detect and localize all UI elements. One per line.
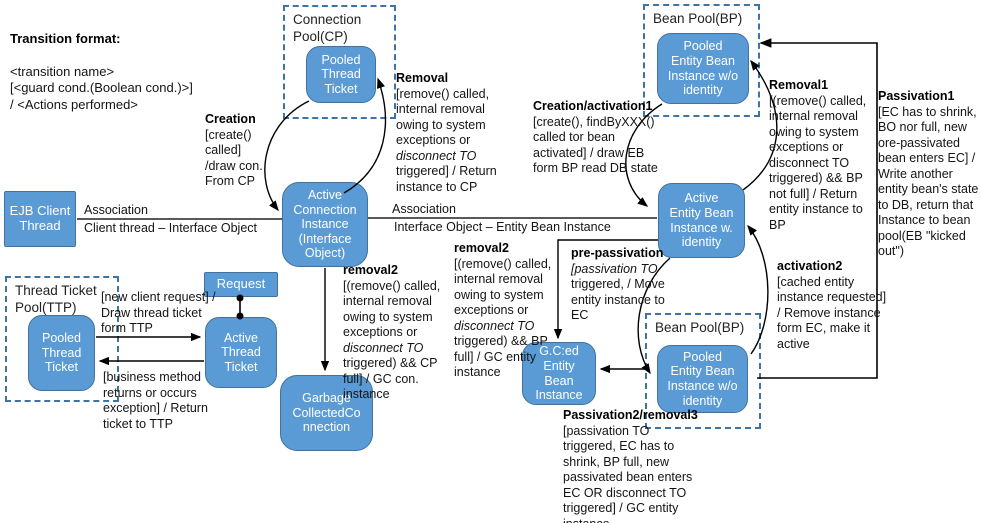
association1-sub: Client thread – Interface Object xyxy=(84,221,258,235)
state-active-entity-bean: Active Entity Bean Instance w. identity xyxy=(658,183,745,258)
association2-sub: Interface Object – Entity Bean Instance xyxy=(394,220,611,234)
bean-pool-top-title: Bean Pool(BP) xyxy=(653,11,743,26)
creation-activation1-title: Creation/activation1 xyxy=(533,99,653,113)
state-pooled-thread-ticket-ttp: Pooled Thread Ticket xyxy=(28,315,95,391)
association2-label: Association xyxy=(392,202,456,216)
removal-title: Removal xyxy=(396,71,449,85)
transition-format-legend: Transition format: <transition name>[<gu… xyxy=(10,14,193,130)
ttp-pool-title: Thread Ticket Pool(TTP) xyxy=(15,283,97,315)
state-pooled-entity-bean-top: Pooled Entity Bean Instance w/o identity xyxy=(657,33,749,104)
removal-label: Removal[remove() called,internal removal… xyxy=(396,71,497,194)
state-request: Request xyxy=(204,272,278,297)
removal2-bp-title: removal2 xyxy=(454,241,509,255)
legend-title: Transition format: xyxy=(10,30,121,46)
state-active-thread-ticket: Active Thread Ticket xyxy=(205,317,277,388)
connection-pool-title: Connection Pool(CP) xyxy=(293,12,362,44)
creation-label: Creation[create()called]/draw con.From C… xyxy=(205,112,263,188)
activation2-title: activation2 xyxy=(777,259,843,273)
removal1-title: Removal1 xyxy=(769,78,829,92)
removal1-label: Removal1[(remove() called,internal remov… xyxy=(769,78,867,232)
legend-lines: <transition name>[<guard cond.(Boolean c… xyxy=(10,63,193,112)
thread-ticket-pool-ttp: Thread Ticket Pool(TTP) xyxy=(5,276,119,402)
connection-pool-cp: Connection Pool(CP) xyxy=(283,5,396,119)
passivation1-title: Passivation1 xyxy=(878,89,955,103)
association1-label: Association xyxy=(84,203,148,217)
removal2-cp-label: removal2[(remove() called,internal remov… xyxy=(343,263,441,401)
creation-activation1-label: Creation/activation1[create(), findByXXX… xyxy=(533,99,658,175)
state-gced-entity-bean: G.C:ed Entity Bean Instance xyxy=(522,342,596,405)
bean-pool-bottom-title: Bean Pool(BP) xyxy=(655,320,745,335)
state-ejb-client-thread: EJB Client Thread xyxy=(4,191,76,247)
state-active-connection-instance: Active Connection Instance (Interface Ob… xyxy=(282,182,368,267)
creation-title: Creation xyxy=(205,112,256,126)
state-garbage-collected-connection: Garbage CollectedCo nnection xyxy=(280,375,373,451)
passivation1-label: Passivation1[EC has to shrink,BO nor ful… xyxy=(878,89,979,258)
pre-passivation-title: pre-passivation xyxy=(571,246,664,260)
removal2-bp-label: removal2[(remove() called,internal remov… xyxy=(454,241,552,379)
state-pooled-entity-bean-bottom: Pooled Entity Bean Instance w/o identity xyxy=(657,345,748,413)
passivation2-removal3-title: Passivation2/removal3 xyxy=(563,408,698,422)
ttp-request-label: [new client request] /Draw thread ticket… xyxy=(101,290,216,335)
removal2-cp-title: removal2 xyxy=(343,263,398,277)
state-pooled-thread-ticket-cp: Pooled Thread Ticket xyxy=(306,46,376,103)
